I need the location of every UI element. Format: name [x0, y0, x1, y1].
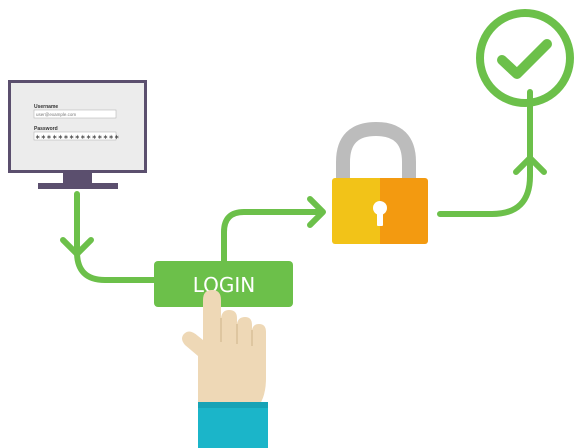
check-tick	[497, 39, 552, 79]
username-label: Username	[34, 104, 58, 110]
padlock-shackle	[336, 121, 416, 182]
password-field[interactable]	[33, 131, 117, 141]
connector-lock-to-check	[437, 89, 533, 217]
sleeve-cuff	[198, 402, 268, 408]
connector-login-to-lock	[221, 209, 323, 265]
hand-finger-line	[220, 318, 253, 346]
arrowhead-down	[60, 237, 94, 257]
flow-connectors	[60, 89, 547, 283]
password-value: ∗∗∗∗∗∗∗∗∗∗∗∗∗∗∗	[35, 134, 120, 141]
check-circle	[476, 9, 574, 107]
username-value: user@example.com	[36, 112, 76, 117]
keyhole-top	[373, 201, 387, 215]
connector-monitor-to-login	[74, 191, 157, 283]
login-button[interactable]: LOGIN	[154, 261, 293, 307]
checkmark-icon	[476, 9, 574, 107]
padlock-body-right	[378, 178, 428, 244]
padlock-icon	[332, 121, 428, 244]
login-button-bg[interactable]	[154, 261, 293, 307]
hand-palm	[182, 290, 266, 410]
monitor-base	[38, 183, 118, 189]
keyhole-slot	[377, 209, 383, 226]
pointing-hand-icon	[182, 290, 268, 448]
arrowhead-right	[307, 196, 326, 228]
monitor-screen	[11, 83, 144, 170]
password-label: Password	[34, 126, 58, 132]
monitor-neck	[63, 173, 92, 183]
username-field[interactable]	[33, 109, 117, 119]
arrowhead-up	[513, 155, 547, 175]
login-button-label: LOGIN	[193, 273, 256, 297]
padlock-body-left	[332, 178, 380, 244]
sleeve	[198, 402, 268, 448]
monitor: Username user@example.com Password ∗∗∗∗∗…	[8, 80, 147, 189]
